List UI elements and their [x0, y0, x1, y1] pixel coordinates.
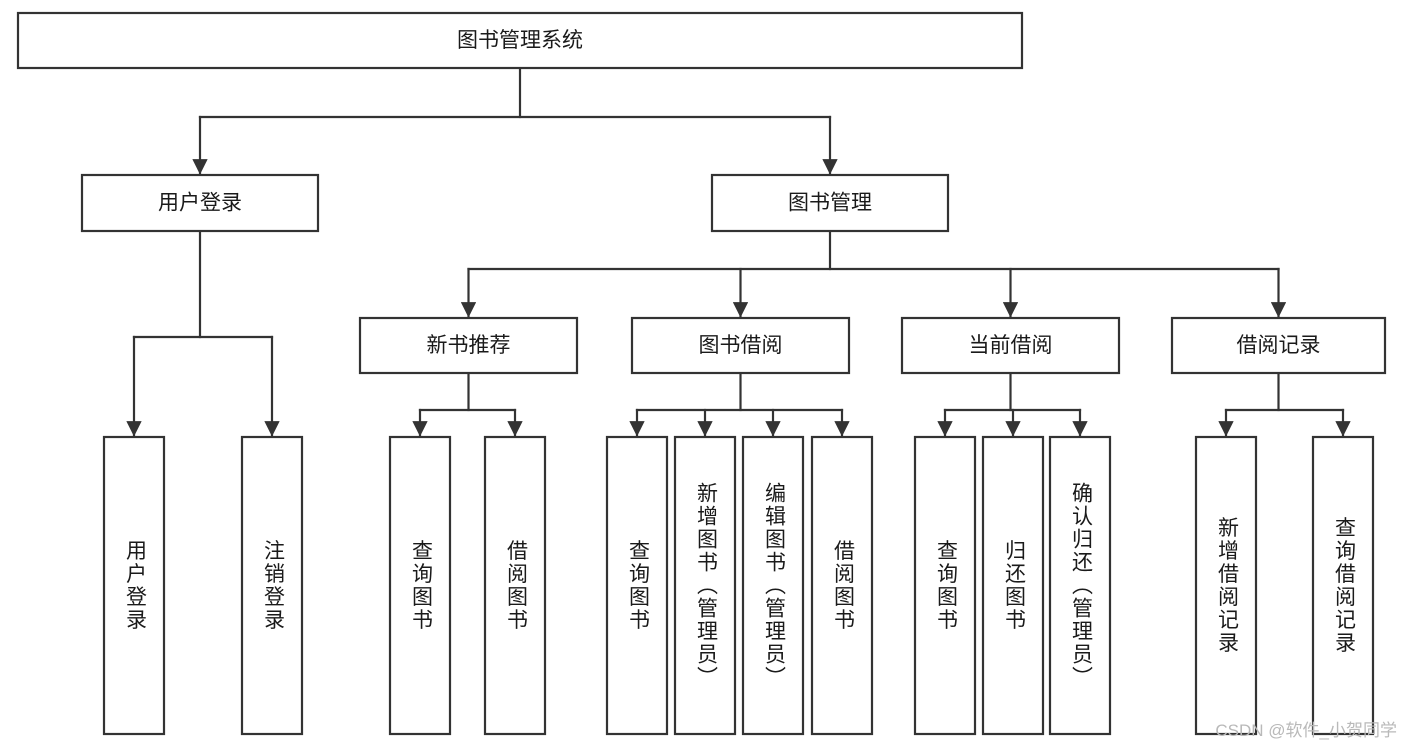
node-borrow-record[interactable]: 借阅记录	[1170, 316, 1387, 375]
node-book-borrow[interactable]: 图书借阅	[630, 316, 851, 375]
node-box-root	[16, 11, 1024, 70]
node-box-confirm-return-admin	[1048, 435, 1112, 736]
node-return-book[interactable]: 归还图书	[981, 435, 1045, 736]
node-box-book-borrow	[630, 316, 851, 375]
node-label-new-book-recommend: 新书推荐	[427, 334, 511, 357]
node-label-add-borrow-record: 新增借阅记录	[1215, 517, 1239, 655]
node-layer: 图书管理系统用户登录用户登录注销登录图书管理新书推荐查询图书借阅图书图书借阅查询…	[16, 11, 1387, 736]
node-edit-book-admin[interactable]: 编辑图书（管理员）	[741, 435, 805, 736]
watermark-label: CSDN @软件_小贺同学	[1215, 721, 1397, 740]
node-box-add-book-admin	[673, 435, 737, 736]
node-label-user-logout: 注销登录	[261, 540, 285, 632]
node-query-book-2[interactable]: 查询图书	[605, 435, 669, 736]
node-book-management[interactable]: 图书管理	[710, 173, 950, 233]
node-borrow-book-1[interactable]: 借阅图书	[483, 435, 547, 736]
node-box-user-login	[80, 173, 320, 233]
node-label-query-book-3: 查询图书	[934, 540, 958, 632]
node-label-query-book-2: 查询图书	[626, 540, 650, 632]
node-label-book-borrow: 图书借阅	[699, 334, 783, 357]
node-label-edit-book-admin: 编辑图书（管理员）	[762, 482, 786, 689]
node-user-login[interactable]: 用户登录	[80, 173, 320, 233]
node-box-query-borrow-record	[1311, 435, 1375, 736]
node-label-book-management: 图书管理	[788, 192, 872, 215]
node-box-new-book-recommend	[358, 316, 579, 375]
node-label-query-borrow-record: 查询借阅记录	[1332, 517, 1356, 655]
node-box-edit-book-admin	[741, 435, 805, 736]
node-label-query-book-1: 查询图书	[409, 540, 433, 632]
node-label-borrow-book-1: 借阅图书	[504, 540, 528, 632]
connector-layer	[126, 66, 1351, 437]
node-label-borrow-record: 借阅记录	[1237, 334, 1321, 357]
node-box-borrow-book-2	[810, 435, 874, 736]
node-label-current-borrow: 当前借阅	[969, 334, 1053, 357]
node-box-query-book-1	[388, 435, 452, 736]
node-box-add-borrow-record	[1194, 435, 1258, 736]
node-label-user-login: 用户登录	[158, 192, 242, 215]
node-root[interactable]: 图书管理系统	[16, 11, 1024, 70]
node-box-current-borrow	[900, 316, 1121, 375]
node-box-query-book-3	[913, 435, 977, 736]
node-label-confirm-return-admin: 确认归还（管理员）	[1069, 482, 1093, 689]
node-label-add-book-admin: 新增图书（管理员）	[694, 482, 718, 689]
node-box-return-book	[981, 435, 1045, 736]
node-box-query-book-2	[605, 435, 669, 736]
node-confirm-return-admin[interactable]: 确认归还（管理员）	[1048, 435, 1112, 736]
node-label-return-book: 归还图书	[1002, 540, 1026, 632]
node-user-login-do[interactable]: 用户登录	[102, 435, 166, 736]
node-label-root: 图书管理系统	[457, 29, 583, 52]
node-add-book-admin[interactable]: 新增图书（管理员）	[673, 435, 737, 736]
node-query-borrow-record[interactable]: 查询借阅记录	[1311, 435, 1375, 736]
node-box-user-logout	[240, 435, 304, 736]
node-borrow-book-2[interactable]: 借阅图书	[810, 435, 874, 736]
node-new-book-recommend[interactable]: 新书推荐	[358, 316, 579, 375]
node-box-borrow-record	[1170, 316, 1387, 375]
node-box-borrow-book-1	[483, 435, 547, 736]
node-add-borrow-record[interactable]: 新增借阅记录	[1194, 435, 1258, 736]
node-label-borrow-book-2: 借阅图书	[831, 540, 855, 632]
node-box-book-management	[710, 173, 950, 233]
node-user-logout[interactable]: 注销登录	[240, 435, 304, 736]
node-query-book-3[interactable]: 查询图书	[913, 435, 977, 736]
node-current-borrow[interactable]: 当前借阅	[900, 316, 1121, 375]
node-query-book-1[interactable]: 查询图书	[388, 435, 452, 736]
node-label-user-login-do: 用户登录	[123, 540, 147, 632]
node-box-user-login-do	[102, 435, 166, 736]
